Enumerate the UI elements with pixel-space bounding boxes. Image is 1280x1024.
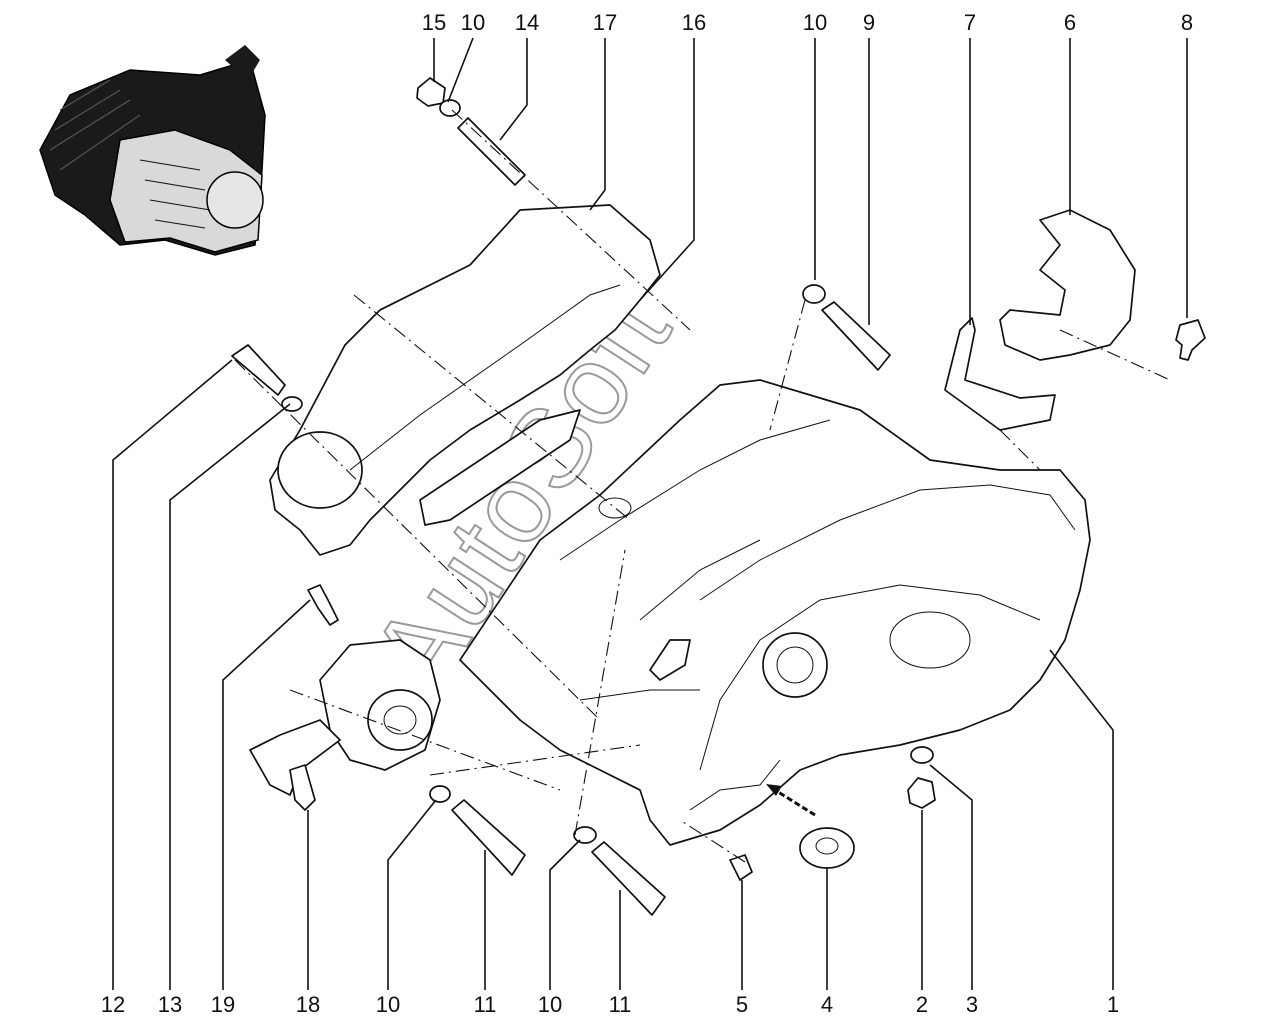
bolt-12: [231, 344, 286, 396]
gearbox-housing: [459, 379, 1091, 846]
callout-10: 10: [376, 992, 400, 1017]
bolt-9: [821, 301, 891, 371]
callout-8: 8: [1181, 10, 1193, 35]
washer-10-lower: [573, 826, 597, 844]
callout-2: 2: [916, 992, 928, 1017]
bolt-8: [1175, 319, 1206, 361]
callout-18: 18: [296, 992, 320, 1017]
callout-15: 15: [422, 10, 446, 35]
callout-11: 11: [609, 992, 632, 1017]
callout-19: 19: [211, 992, 235, 1017]
washer-10-lower-left: [429, 785, 451, 803]
nut-15: [416, 77, 446, 107]
washer-10-right: [802, 284, 826, 304]
clutch-release-bearing: [249, 584, 441, 811]
washer-10-top: [439, 99, 461, 117]
callout-16: 16: [682, 10, 706, 35]
assembly-axes: [234, 109, 1171, 863]
dowel-5: [729, 854, 753, 881]
callout-17: 17: [593, 10, 617, 35]
plug-2: [907, 777, 936, 809]
callout-3: 3: [966, 992, 978, 1017]
bracket-6: [999, 209, 1136, 361]
bolt-11-left: [451, 799, 526, 876]
callout-10: 10: [461, 10, 485, 35]
seal-4: [799, 827, 855, 869]
bolt-11-right: [591, 841, 666, 916]
callout-1: 1: [1107, 992, 1119, 1017]
housing-gasket: [269, 204, 661, 556]
callout-9: 9: [863, 10, 875, 35]
leader-lines: [112, 37, 1188, 990]
callout-10: 10: [538, 992, 562, 1017]
callout-13: 13: [158, 992, 182, 1017]
callout-14: 14: [515, 10, 539, 35]
washer-13: [281, 396, 303, 412]
stud-14: [457, 117, 526, 186]
callout-10: 10: [803, 10, 827, 35]
washer-3: [910, 746, 934, 764]
callout-5: 5: [736, 992, 748, 1017]
callout-11: 11: [474, 992, 497, 1017]
gearbox-thumbnail: [39, 45, 266, 256]
callout-7: 7: [964, 10, 976, 35]
bracket-7: [944, 317, 1056, 431]
direction-arrow: [766, 784, 816, 817]
callout-4: 4: [821, 992, 833, 1017]
callout-labels: 15 10 14 17 16 10 9 7 6 8 12 13 19 18 10…: [101, 10, 1193, 1017]
callout-6: 6: [1064, 10, 1076, 35]
callout-12: 12: [101, 992, 125, 1017]
